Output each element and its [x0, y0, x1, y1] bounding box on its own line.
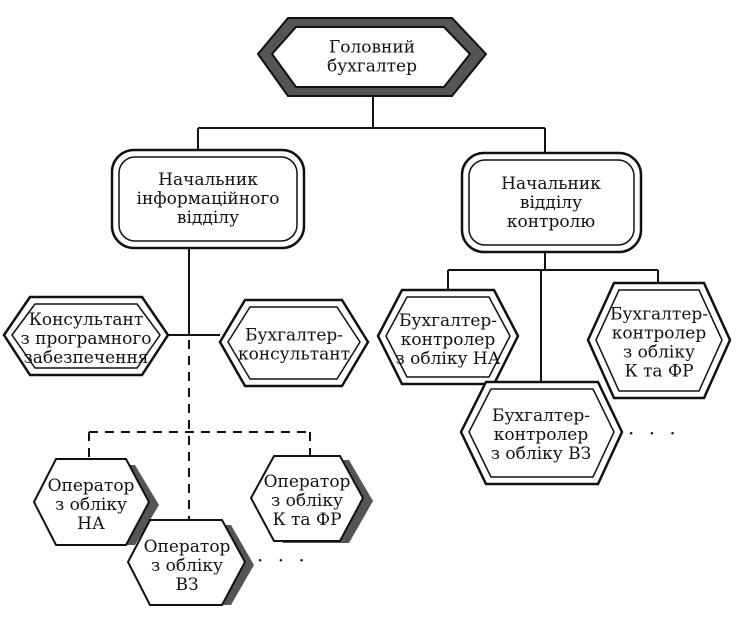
node-label-line: Бухгалтер- — [399, 311, 497, 331]
node-label-line: Консультант — [29, 310, 144, 330]
node-accountant-consultant-text: Бухгалтер-консультант — [238, 326, 350, 365]
node-label-line: контролер — [494, 425, 589, 445]
node-label-line: Головний — [329, 38, 415, 58]
node-label-line: контролер — [401, 330, 496, 350]
node-label-line: забезпечення — [23, 348, 148, 368]
node-label-line: контролер — [612, 324, 707, 344]
node-label-line: бухгалтер — [327, 57, 417, 77]
node-label-line: НА — [77, 514, 105, 534]
connectors — [88, 96, 659, 520]
node-label-line: з обліку НА — [395, 349, 500, 369]
node-label-line: з обліку ВЗ — [491, 444, 592, 464]
node-label-line: консультант — [238, 345, 350, 365]
node-label-line: К та ФР — [624, 362, 693, 382]
node-label-line: Начальник — [501, 174, 601, 194]
node-label-line: інформаційного — [137, 189, 280, 209]
node-accountant-consultant: Бухгалтер-консультант — [218, 298, 370, 388]
node-label-line: Бухгалтер- — [610, 305, 708, 325]
node-label-line: контролю — [507, 212, 596, 232]
node-label-line: Оператор — [264, 472, 351, 492]
node-label-line: з обліку — [151, 556, 223, 576]
ellipsis-control: · · · — [628, 421, 680, 445]
node-label-line: Начальник — [158, 170, 258, 190]
node-label-line: відділу — [520, 193, 582, 213]
node-label-line: з обліку — [55, 495, 127, 515]
node-label-line: з програмного — [21, 329, 152, 349]
node-label-line: Бухгалтер- — [492, 406, 590, 426]
node-label-line: з обліку — [623, 343, 695, 363]
node-label-line: Бухгалтер- — [245, 326, 343, 346]
ellipsis-operators: · · · — [257, 548, 309, 572]
node-label-line: Оператор — [144, 537, 231, 557]
node-label-line: ВЗ — [175, 575, 198, 595]
node-label-line: відділу — [177, 208, 239, 228]
node-label-line: Оператор — [48, 476, 135, 496]
node-label-line: К та ФР — [272, 510, 341, 530]
node-label-line: з обліку — [271, 491, 343, 511]
